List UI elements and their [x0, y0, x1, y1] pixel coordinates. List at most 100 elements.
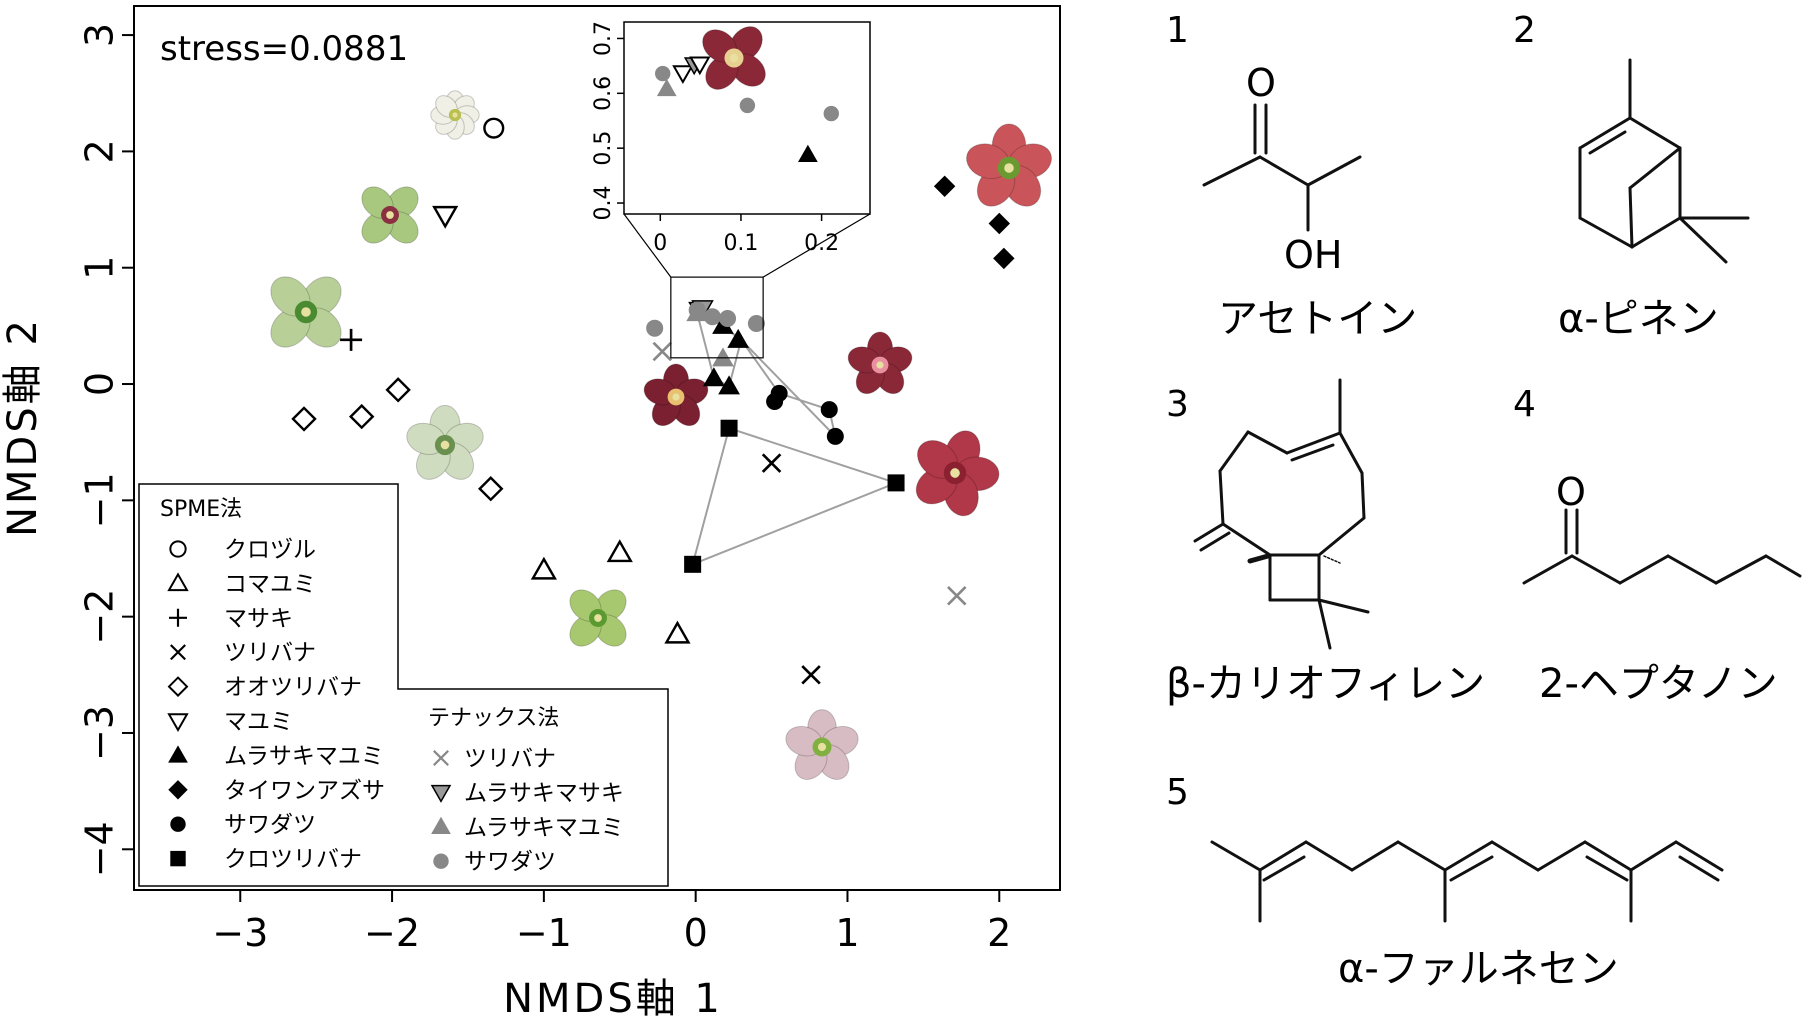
- data-point: [483, 117, 505, 139]
- legend-label: サワダツ: [224, 812, 316, 838]
- data-point: [664, 620, 691, 644]
- plot-frame: [133, 5, 1061, 891]
- data-point: [348, 403, 375, 430]
- data-point: [606, 539, 633, 563]
- inset-x-tick-label: 0.2: [804, 231, 839, 256]
- data-point: [820, 401, 838, 419]
- data-point: [727, 328, 750, 348]
- data-point: [652, 341, 673, 362]
- data-point: [887, 474, 905, 492]
- structure-beta-caryophyllene: [1193, 378, 1370, 650]
- compound-name-3: β-カリオフィレン: [1166, 661, 1485, 707]
- legend-marker: [431, 816, 451, 835]
- legend-label: ツリバナ: [224, 640, 316, 666]
- inset-point: [655, 65, 671, 82]
- flower-photo: [569, 589, 627, 647]
- y-tick-label: 1: [78, 256, 122, 280]
- compound-name-5: α-ファルネセン: [1338, 946, 1619, 992]
- inset-flower-photo: [702, 26, 766, 90]
- inset-point: [823, 105, 839, 122]
- flower-photos: [270, 90, 1052, 780]
- data-point: [688, 301, 706, 319]
- compound-number-2: 2: [1513, 10, 1536, 51]
- inset-y-tick-label: 0.6: [591, 76, 616, 111]
- legend-label: ムラサキマサキ: [464, 780, 624, 806]
- flower-photo: [702, 26, 766, 90]
- data-point: [530, 556, 557, 580]
- data-point: [385, 377, 411, 403]
- legend-title-spme: SPME法: [160, 497, 242, 522]
- legend-marker: [169, 540, 187, 558]
- flower-photo: [785, 709, 859, 780]
- data-point: [747, 315, 765, 333]
- data-point: [703, 308, 721, 326]
- legend-marker: [170, 644, 186, 661]
- legend-marker: [168, 745, 188, 763]
- legend-label: サワダツ: [464, 849, 556, 875]
- legend-label: ツリバナ: [464, 746, 556, 772]
- compound-number-3: 3: [1166, 384, 1189, 425]
- hull-polygon: [691, 426, 899, 566]
- zoom-connector: [623, 213, 672, 278]
- data-point: [801, 665, 821, 685]
- x-tick-label: 1: [835, 911, 859, 955]
- legend-label: コマユミ: [224, 571, 316, 597]
- inset-point: [689, 56, 711, 76]
- legend-label: クロヅル: [224, 537, 316, 563]
- inset-y-tick-label: 0.4: [591, 186, 616, 221]
- data-point: [340, 328, 363, 351]
- inset-x-tick-label: 0: [653, 231, 667, 256]
- inset-point: [656, 78, 677, 97]
- legend-marker: [170, 816, 186, 832]
- data-point: [718, 375, 740, 395]
- hull-polygon: [740, 339, 838, 440]
- flower-photo: [643, 363, 709, 427]
- inset-y-axis: 0.40.50.60.7: [591, 21, 624, 221]
- legend-marker: [168, 780, 188, 800]
- data-point: [947, 585, 967, 606]
- legend-label: クロツリバナ: [224, 847, 362, 873]
- legend-marker: [170, 850, 186, 867]
- y-tick-label: 3: [78, 23, 122, 47]
- legend-label: タイワンアズサ: [224, 778, 385, 804]
- inset-point: [739, 97, 756, 114]
- data-point: [826, 427, 844, 445]
- legend: SPME法 テナックス法 クロヅルコマユミマサキツリバナオオツリバナマユミムラサ…: [138, 483, 669, 887]
- structure-alpha-pinene: [1578, 58, 1750, 264]
- flower-photo: [966, 123, 1052, 207]
- y-tick-label: −2: [78, 589, 122, 645]
- compound-name-1: アセトイン: [1218, 296, 1417, 342]
- legend-frame: [138, 483, 669, 887]
- structure-2-heptanone: [1522, 508, 1802, 585]
- legend-marker: [167, 572, 189, 592]
- atom-label-OH-acetoin: OH: [1284, 233, 1342, 277]
- compound-name-4: 2-ヘプタノン: [1539, 661, 1778, 707]
- legend-marker: [430, 784, 452, 803]
- legend-marker: [169, 608, 187, 627]
- x-tick-label: −3: [212, 911, 268, 955]
- y-tick-label: 2: [78, 139, 122, 163]
- x-tick-label: −2: [364, 911, 420, 955]
- x-axis-label: NMDS軸 1: [503, 976, 723, 1022]
- legend-marker: [433, 750, 449, 766]
- data-point: [432, 205, 459, 229]
- y-tick-label: −4: [78, 821, 122, 877]
- data-point: [988, 212, 1010, 235]
- flower-photo: [361, 186, 419, 244]
- y-axis-label: NMDS軸 2: [0, 317, 46, 537]
- zoom-connector: [762, 213, 871, 278]
- stress-annotation: stress=0.0881: [160, 29, 408, 69]
- x-tick-label: −1: [516, 911, 572, 955]
- data-points: [291, 117, 1015, 685]
- y-tick-label: −3: [78, 705, 122, 761]
- legend-marker: [167, 713, 189, 732]
- inset-points: [655, 56, 839, 163]
- compound-number-4: 4: [1513, 384, 1536, 425]
- data-point: [933, 175, 956, 197]
